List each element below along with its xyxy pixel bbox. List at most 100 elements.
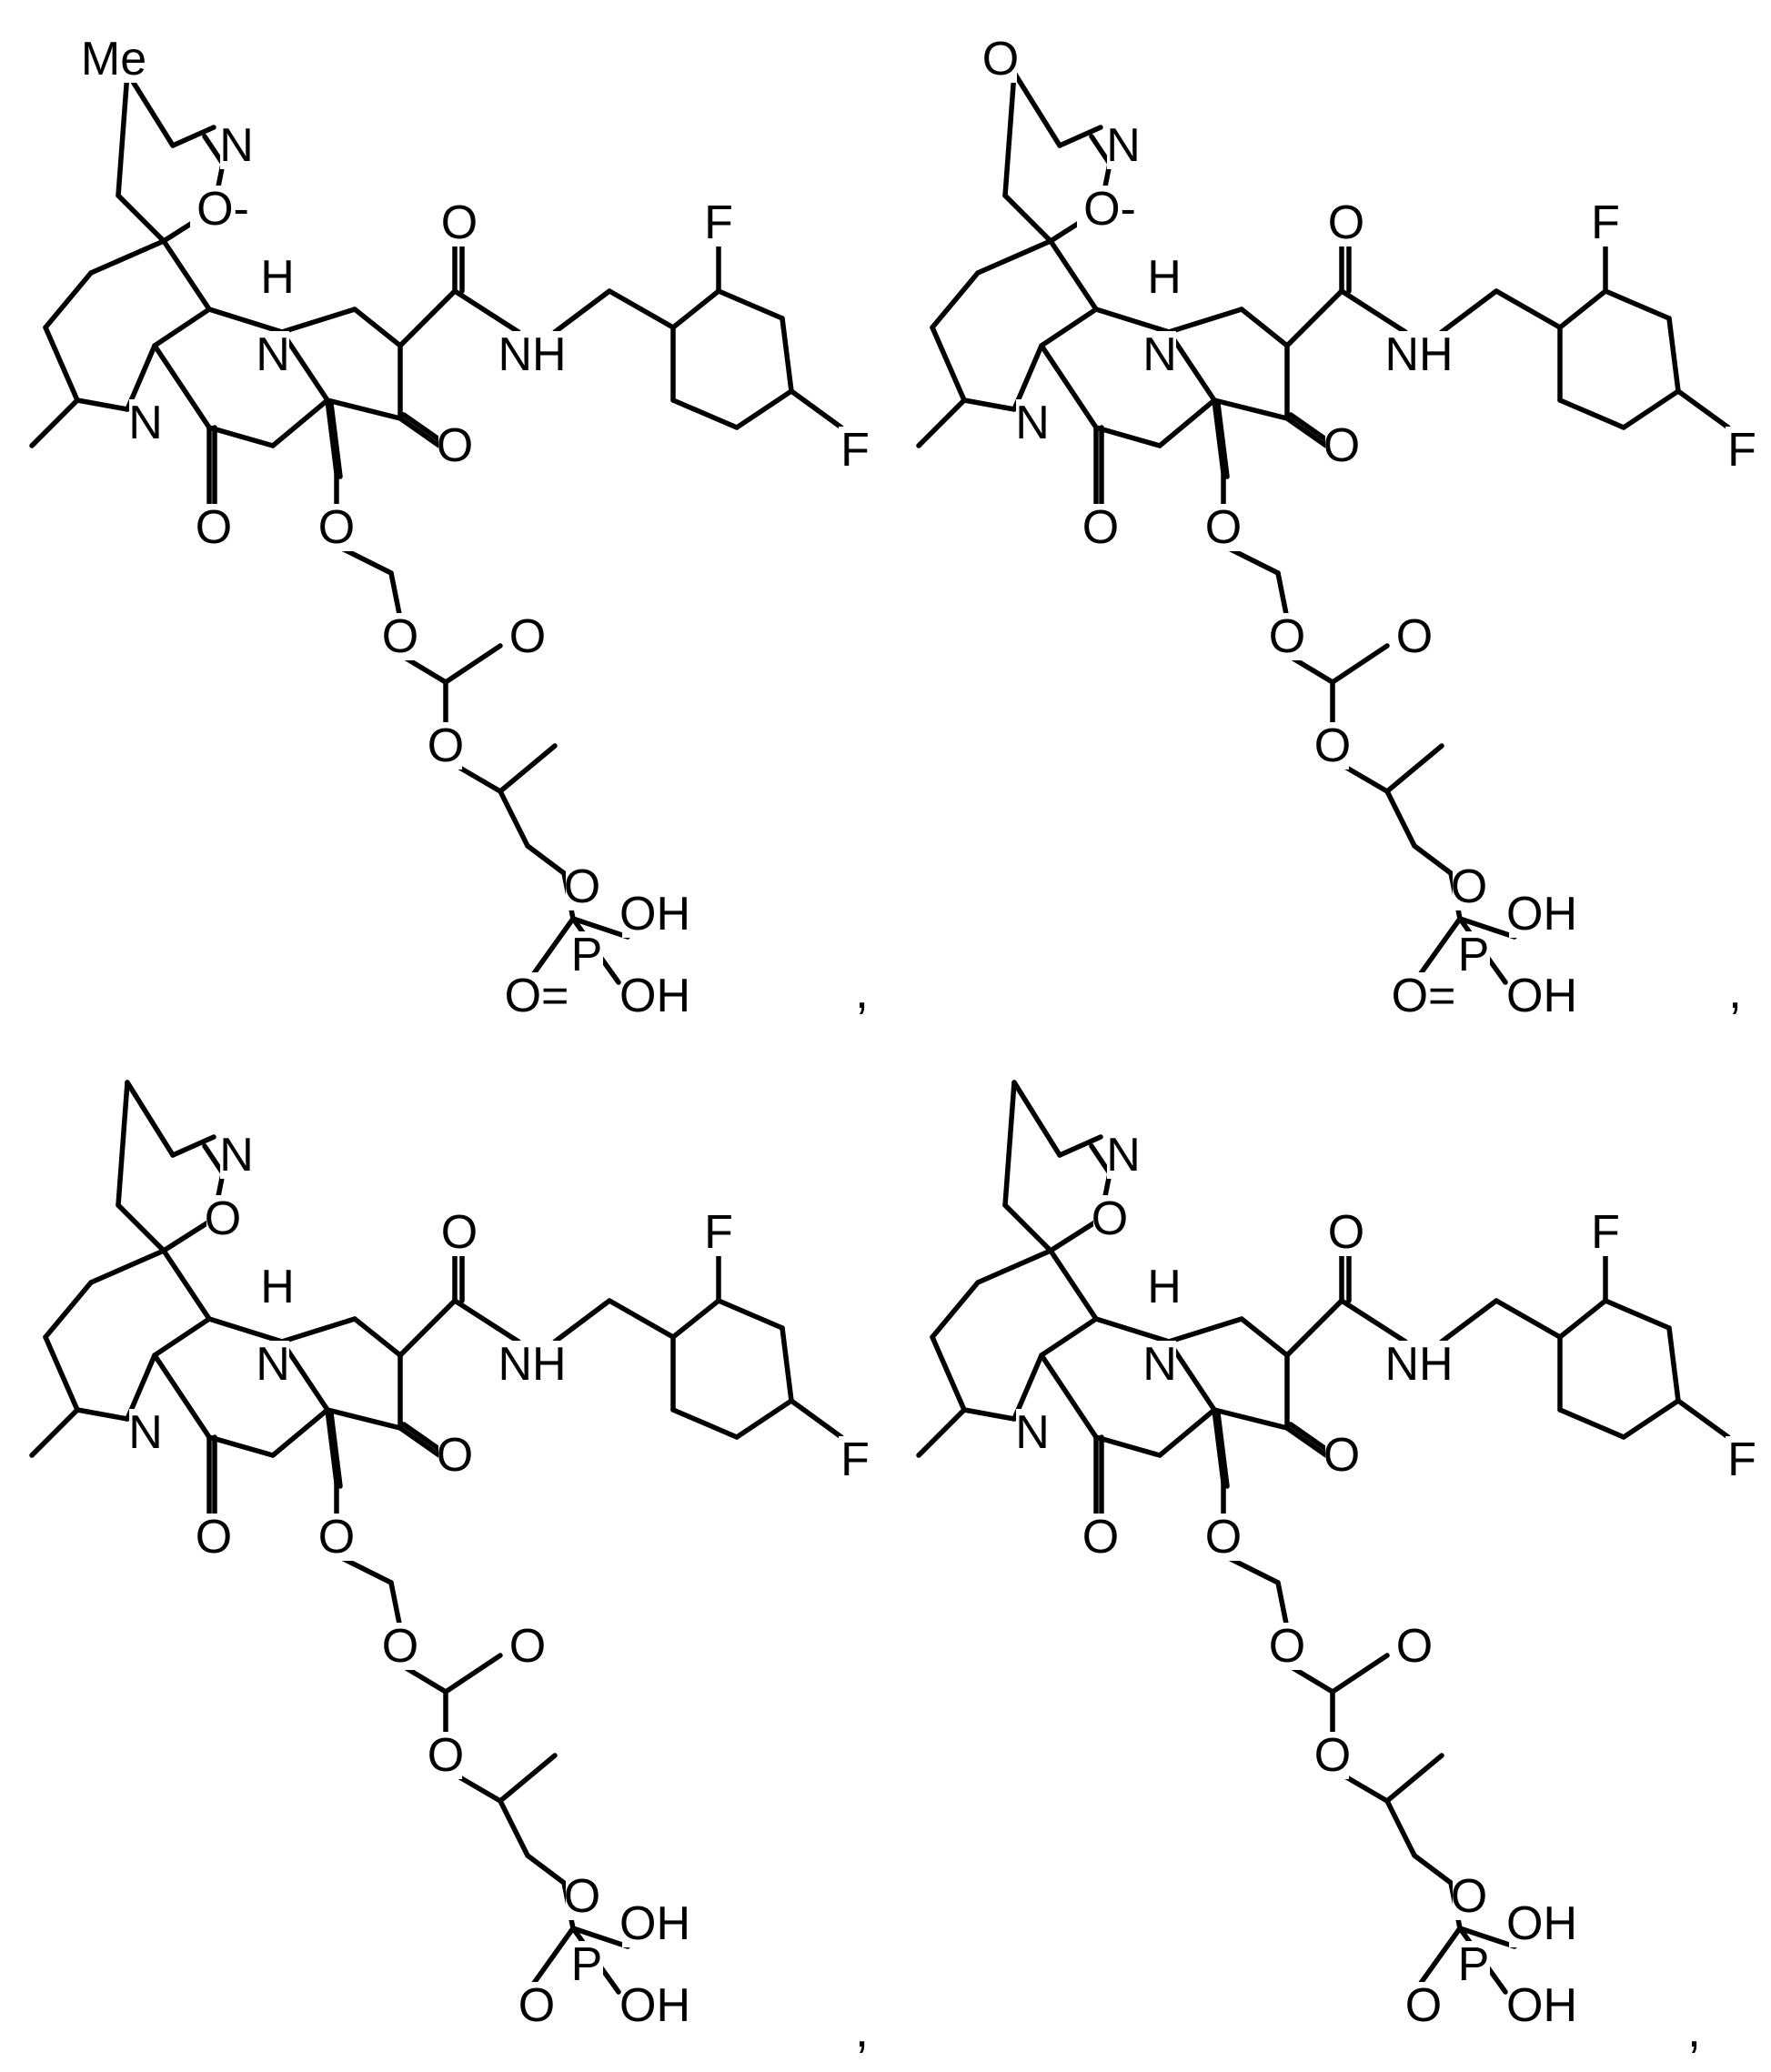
bond	[932, 327, 964, 400]
bond	[1342, 291, 1405, 332]
atom-o-amide: O	[441, 196, 478, 249]
bond	[127, 1082, 173, 1155]
atom-nh: NH	[1384, 328, 1453, 381]
bond	[1605, 291, 1669, 318]
structure-1: MeNO-HNNOOONHFFOOOOOPO=OHOH	[32, 33, 871, 1022]
atom-n-a: N	[256, 328, 290, 381]
bond	[919, 1410, 964, 1455]
bond	[1287, 291, 1342, 346]
bond	[719, 1301, 782, 1328]
bond	[355, 309, 400, 346]
bond	[32, 400, 77, 446]
atom-o-ketone: O	[437, 1429, 473, 1482]
atom-o-ether: O	[318, 1511, 355, 1564]
atom-o-carbonate3: O	[1314, 1729, 1351, 1782]
atom-oh2: OH	[1506, 970, 1577, 1022]
bond	[555, 1301, 609, 1342]
bond	[118, 1205, 164, 1251]
atom-f-ortho: F	[704, 1206, 733, 1259]
bond	[500, 791, 528, 846]
bond	[1096, 427, 1160, 446]
atom-o-ketone: O	[1323, 419, 1360, 472]
bond	[1678, 391, 1728, 427]
bond	[964, 400, 1014, 409]
bond	[555, 291, 609, 332]
atom-o-phos: O	[1451, 1870, 1487, 1923]
atom-h: H	[260, 251, 295, 304]
bond	[500, 1801, 528, 1856]
bond	[1560, 1410, 1624, 1437]
bond	[528, 846, 564, 873]
bond	[609, 291, 673, 327]
bond	[964, 1410, 1014, 1419]
bond	[1387, 746, 1442, 791]
atom-o-lactam: O	[1082, 501, 1119, 554]
bond	[45, 1282, 91, 1337]
bond	[1005, 196, 1051, 241]
bond	[1387, 791, 1414, 846]
bond	[118, 1082, 127, 1205]
atom-n-b: N	[1015, 397, 1050, 449]
bond	[1560, 1301, 1605, 1337]
bond	[1169, 309, 1242, 332]
atom-f-ortho: F	[704, 196, 733, 249]
atom-f-para: F	[840, 1433, 870, 1486]
bond	[1678, 1401, 1728, 1437]
bond	[673, 1410, 737, 1437]
bond	[719, 291, 782, 318]
atom-p: P	[1458, 1938, 1490, 1991]
bond	[155, 1319, 209, 1355]
separator-comma: ,	[855, 2003, 869, 2057]
bond	[1014, 1082, 1060, 1155]
bond	[32, 1410, 77, 1455]
atom-o-lactam: O	[196, 501, 232, 554]
bond	[446, 1655, 500, 1692]
bond	[45, 273, 91, 327]
bond	[1014, 73, 1060, 146]
atom-o-ketone: O	[1323, 1429, 1360, 1482]
bond	[77, 400, 127, 409]
atom-o-ether: O	[1205, 1511, 1242, 1564]
separator-comma: ,	[1728, 964, 1742, 1019]
atom-h: H	[1147, 1261, 1182, 1313]
bond	[919, 400, 964, 446]
bond	[1096, 1437, 1160, 1455]
atom-f-ortho: F	[1591, 1206, 1620, 1259]
atom-o-amide: O	[1328, 1206, 1364, 1259]
atom-ring-o: O	[1092, 1192, 1128, 1245]
bond	[355, 1319, 400, 1355]
atom-h: H	[1147, 251, 1182, 304]
bond	[782, 318, 791, 391]
atom-o-carbonate1: O	[1269, 1620, 1305, 1673]
atom-ring-o: O-	[1083, 183, 1136, 236]
atom-o-lactam: O	[196, 1511, 232, 1564]
bond	[273, 1410, 327, 1455]
bond	[1414, 1856, 1451, 1883]
bond	[400, 291, 455, 346]
bond	[209, 427, 273, 446]
atom-n-b: N	[128, 1406, 163, 1459]
structure-3: NOHNNOOONHFFOOOOOPOOHOH	[32, 1082, 871, 2032]
atom-o-carbonate3: O	[428, 719, 464, 772]
bond	[118, 196, 164, 241]
atom-o-carbonate2: O	[1396, 1620, 1433, 1673]
bond	[273, 400, 327, 446]
bond	[1160, 1410, 1214, 1455]
bond	[91, 241, 164, 273]
atom-f-ortho: F	[1591, 196, 1620, 249]
bond	[1287, 1301, 1342, 1355]
bond	[1160, 400, 1214, 446]
atom-o-carbonate3: O	[1314, 719, 1351, 772]
bond	[737, 1401, 791, 1437]
atom-ring-o: O	[205, 1192, 241, 1245]
bond	[455, 1301, 518, 1342]
atom-nh: NH	[498, 1338, 566, 1391]
bond	[1387, 1801, 1414, 1856]
bond	[1041, 346, 1096, 427]
bond	[978, 241, 1051, 273]
bond	[1005, 1082, 1014, 1205]
atom-oh2: OH	[619, 1979, 690, 2032]
bond	[978, 1251, 1051, 1282]
atom-p: P	[571, 1938, 603, 1991]
